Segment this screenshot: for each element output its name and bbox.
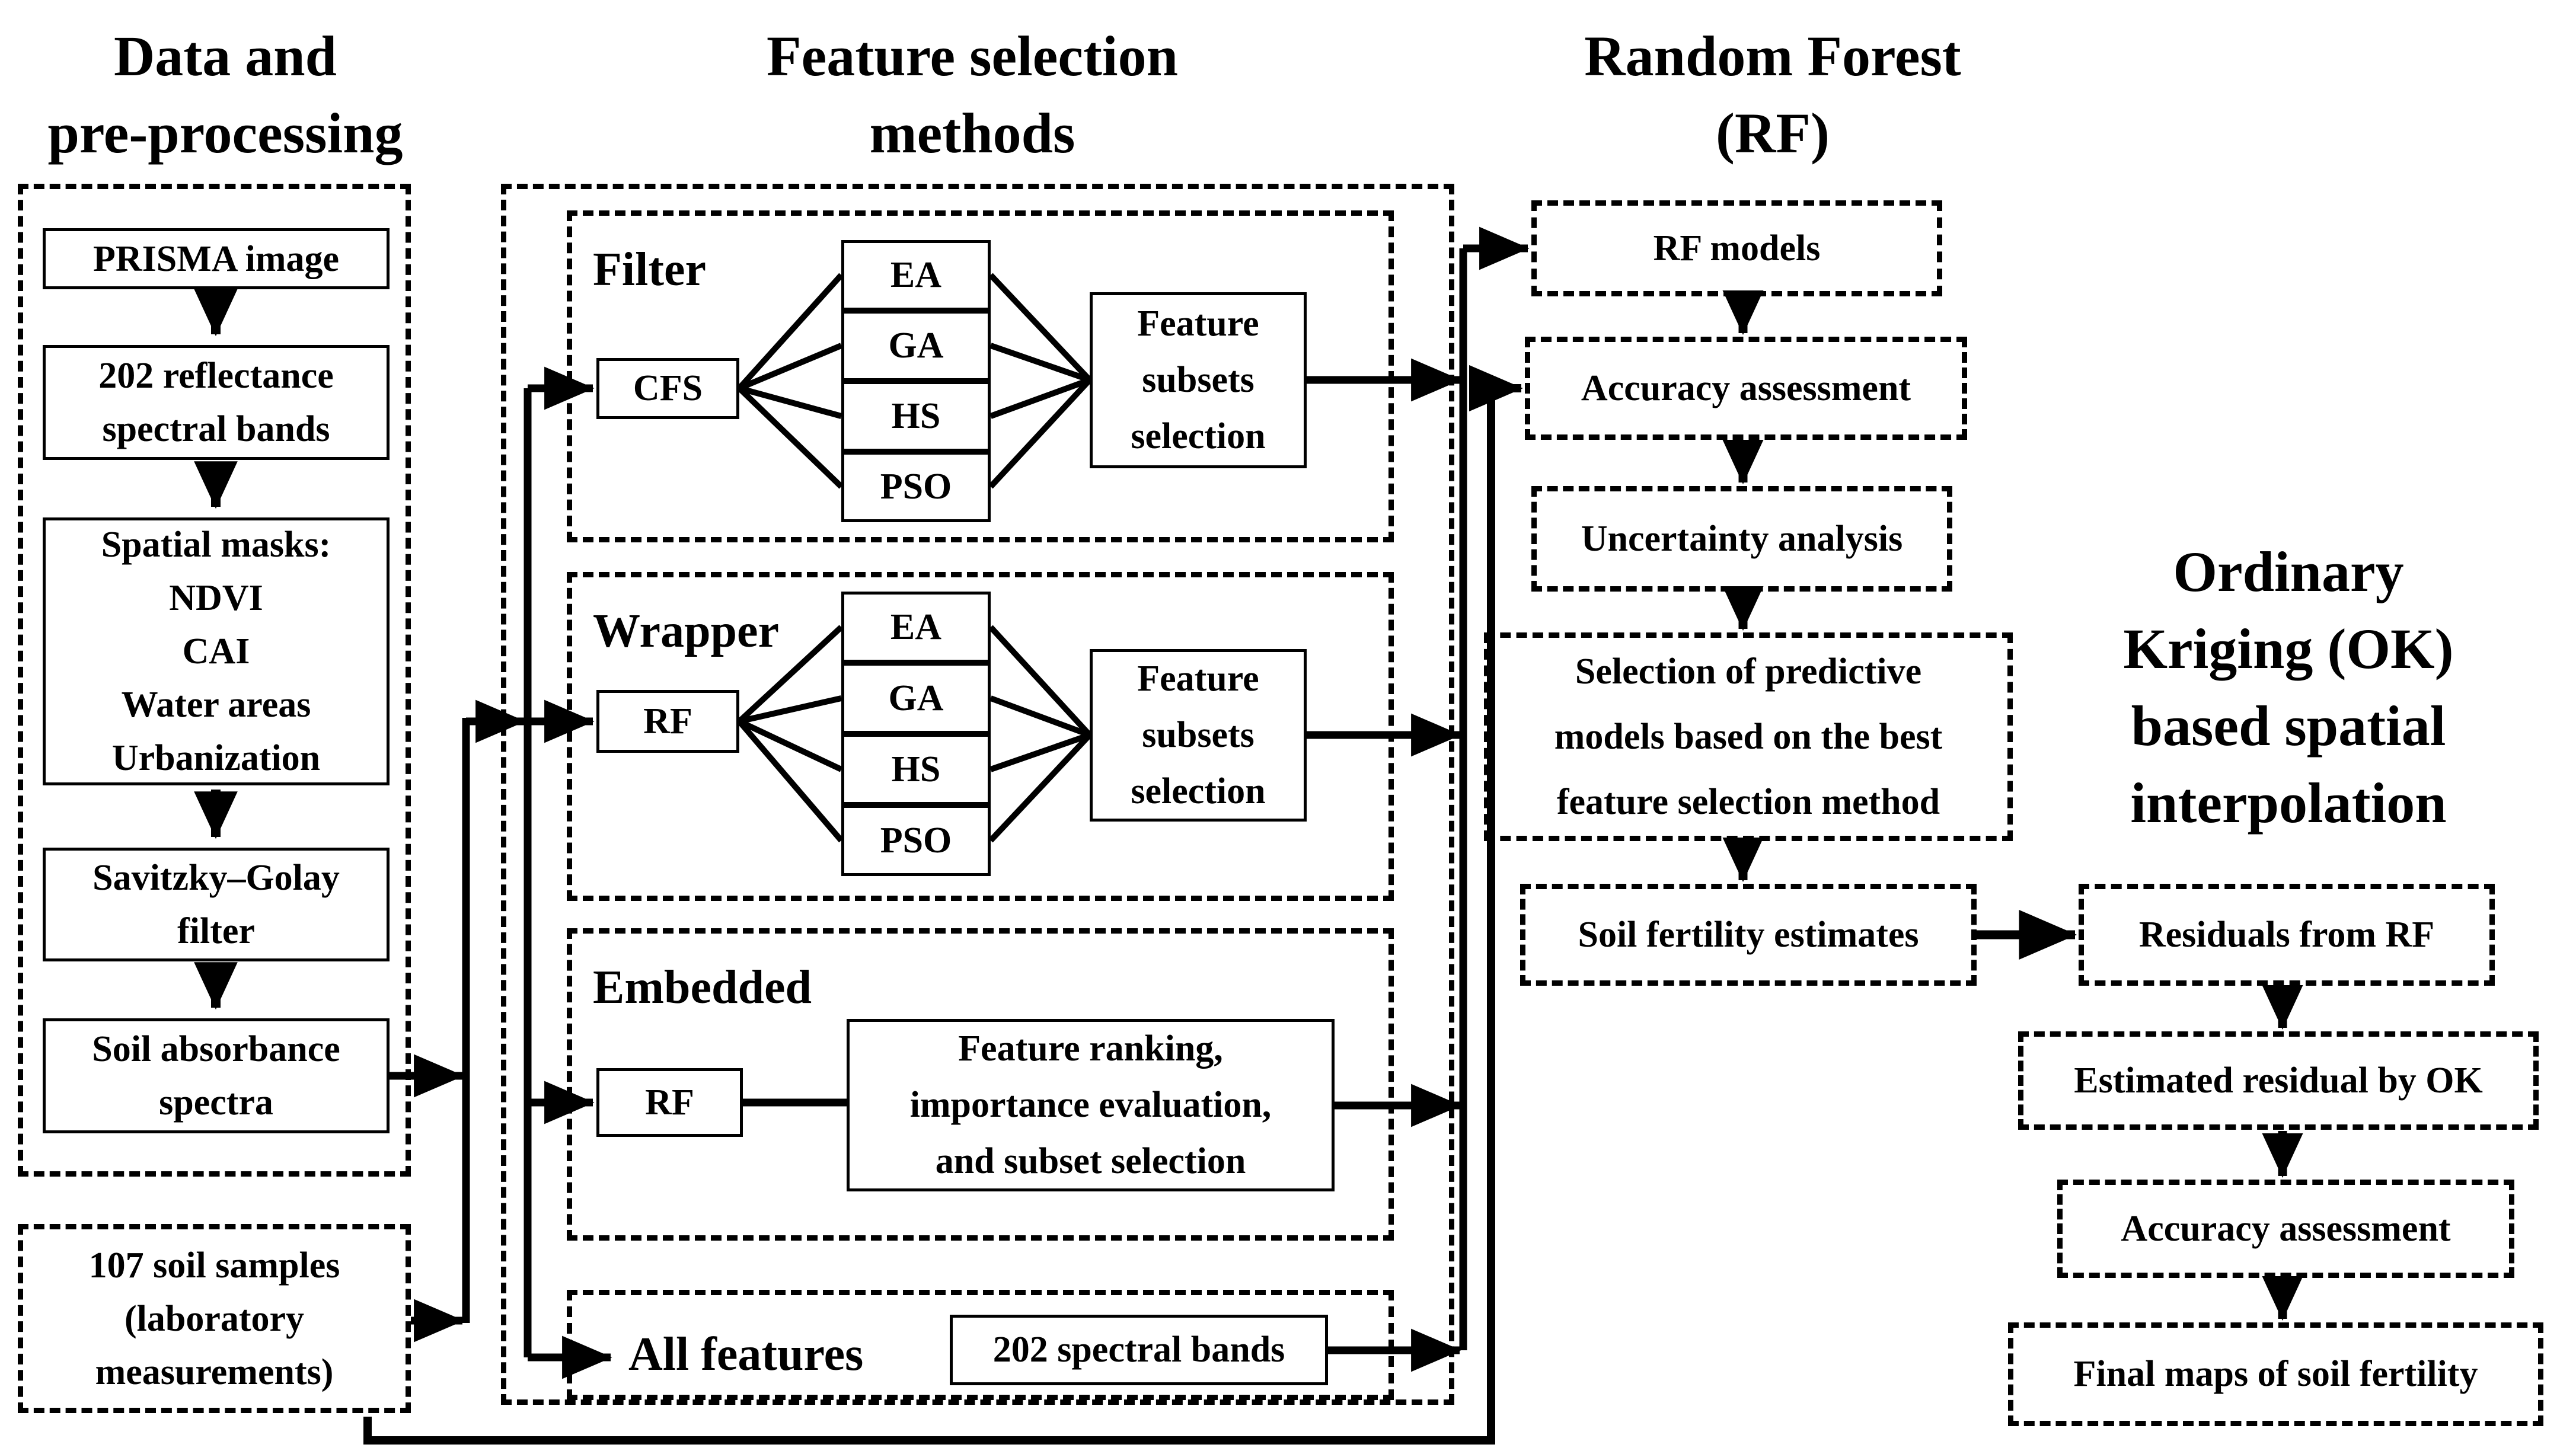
- title-feature-selection-methods: Feature selection methods: [767, 24, 1178, 165]
- box-wrapper-ga: GA: [841, 663, 991, 734]
- box-prisma-image: PRISMA image: [43, 228, 390, 289]
- box-residuals-from-rf: Residuals from RF: [2079, 884, 2495, 986]
- label-all-features: All features: [628, 1328, 864, 1380]
- title-data-preprocessing: Data and pre-processing: [47, 24, 403, 165]
- box-202-reflectance-bands: 202 reflectance spectral bands: [43, 345, 390, 460]
- box-wrapper-rf: RF: [596, 690, 739, 753]
- box-savitzky-golay-filter: Savitzky–Golay filter: [43, 848, 390, 961]
- box-embedded-feature-ranking: Feature ranking, importance evaluation, …: [847, 1019, 1335, 1191]
- box-filter-cfs: CFS: [596, 358, 739, 419]
- box-rf-models: RF models: [1531, 200, 1942, 296]
- box-estimated-residual-ok: Estimated residual by OK: [2018, 1031, 2539, 1130]
- label-embedded: Embedded: [593, 961, 812, 1014]
- box-filter-hs: HS: [841, 381, 991, 452]
- box-wrapper-ea: EA: [841, 592, 991, 663]
- box-soil-absorbance-spectra: Soil absorbance spectra: [43, 1018, 390, 1133]
- box-filter-ea: EA: [841, 240, 991, 311]
- title-random-forest: Random Forest (RF): [1584, 24, 1961, 165]
- box-wrapper-feature-subsets-selection: Feature subsets selection: [1090, 649, 1307, 822]
- box-filter-ga: GA: [841, 311, 991, 381]
- box-rf-accuracy-assessment: Accuracy assessment: [1525, 337, 1967, 440]
- box-107-soil-samples: 107 soil samples (laboratory measurement…: [18, 1224, 411, 1413]
- label-filter: Filter: [593, 244, 706, 296]
- box-selection-predictive-models: Selection of predictive models based on …: [1484, 632, 2013, 841]
- title-ordinary-kriging: Ordinary Kriging (OK) based spatial inte…: [2123, 540, 2454, 835]
- box-embedded-rf: RF: [596, 1068, 743, 1137]
- box-wrapper-hs: HS: [841, 734, 991, 805]
- box-uncertainty-analysis: Uncertainty analysis: [1531, 486, 1952, 592]
- box-202-spectral-bands: 202 spectral bands: [950, 1315, 1328, 1385]
- box-filter-pso: PSO: [841, 452, 991, 522]
- box-final-maps-soil-fertility: Final maps of soil fertility: [2008, 1322, 2543, 1426]
- label-wrapper: Wrapper: [593, 605, 780, 657]
- box-ok-accuracy-assessment: Accuracy assessment: [2057, 1180, 2514, 1278]
- box-soil-fertility-estimates: Soil fertility estimates: [1520, 884, 1977, 986]
- box-spatial-masks: Spatial masks: NDVI CAI Water areas Urba…: [43, 517, 390, 785]
- box-filter-feature-subsets-selection: Feature subsets selection: [1090, 292, 1307, 468]
- box-wrapper-pso: PSO: [841, 805, 991, 876]
